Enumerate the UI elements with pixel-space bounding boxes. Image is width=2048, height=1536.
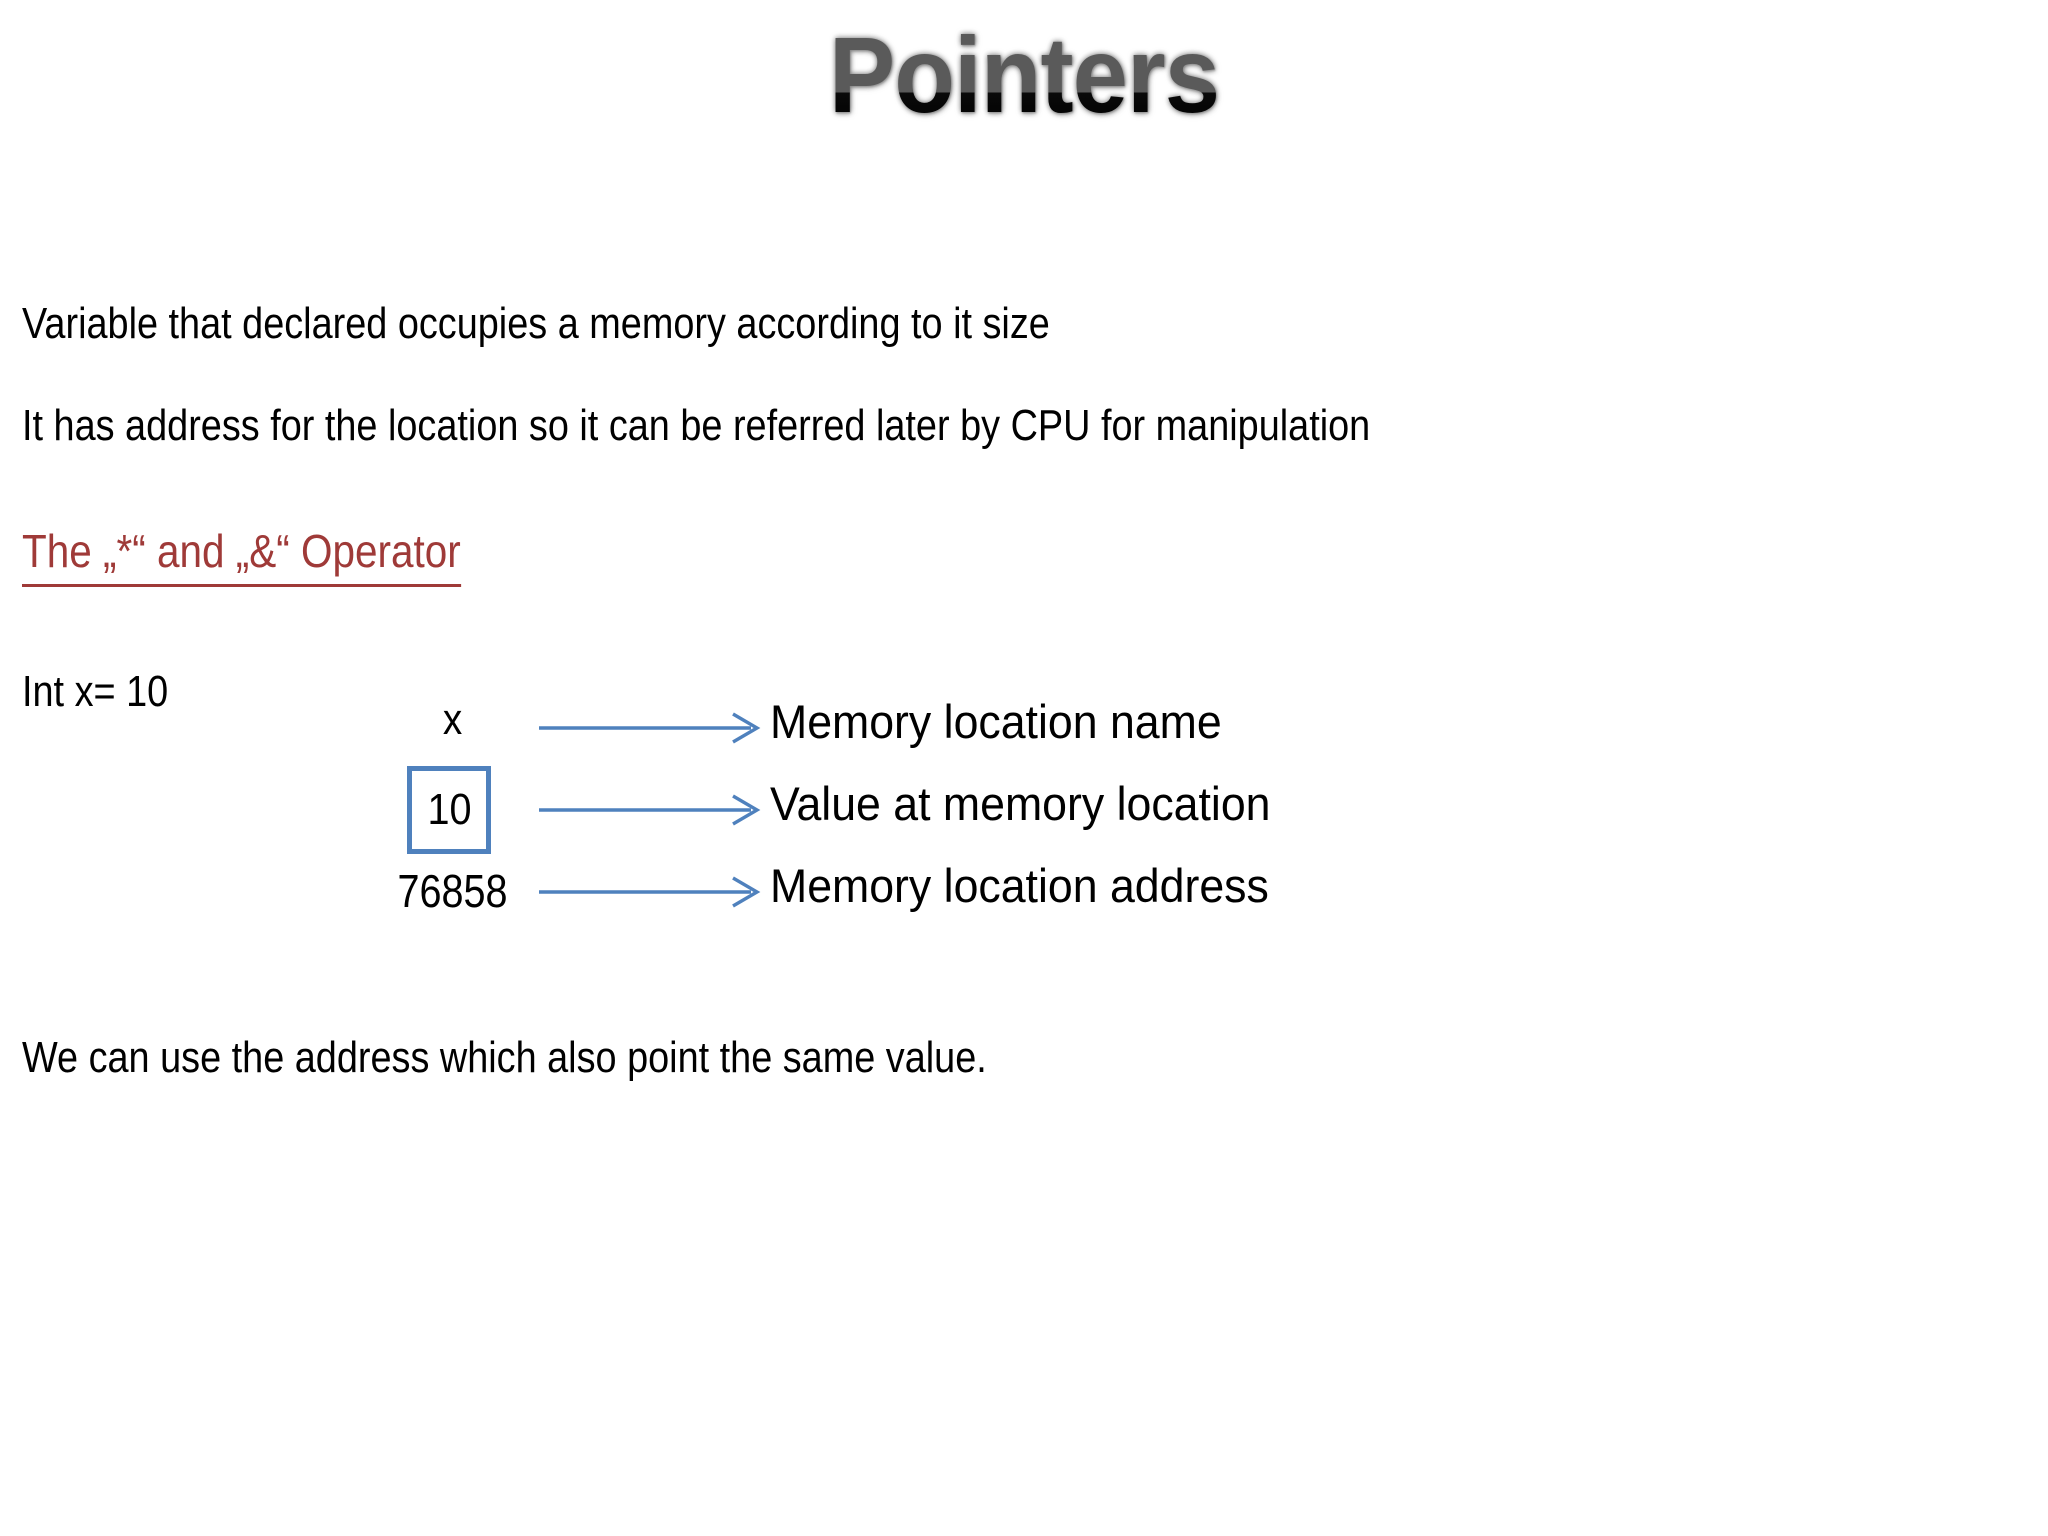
memory-value-box: 10 xyxy=(407,766,491,854)
closing-line: We can use the address which also point … xyxy=(22,1033,987,1082)
diagram-label-value-at-memory-location: Value at memory location xyxy=(770,777,1271,830)
arrow-right-icon-address xyxy=(539,876,761,908)
memory-address-label: 76858 xyxy=(397,865,508,917)
arrow-group xyxy=(535,690,785,960)
body-line-2: It has address for the location so it ca… xyxy=(22,401,1371,450)
diagram-label-memory-location-name: Memory location name xyxy=(770,695,1222,748)
variable-name-label: x xyxy=(442,695,463,744)
declaration-text: Int x= 10 xyxy=(22,667,169,716)
page-title: Pointers xyxy=(82,18,1966,132)
memory-cell-group: x 10 76858 xyxy=(380,690,550,960)
arrow-right-icon-name xyxy=(539,712,761,744)
body-line-1: Variable that declared occupies a memory… xyxy=(22,299,1050,348)
memory-value-text: 10 xyxy=(426,785,472,834)
diagram-label-memory-location-address: Memory location address xyxy=(770,859,1269,912)
operator-section-heading: The „*“ and „&“ Operator xyxy=(22,528,461,587)
arrow-right-icon-value xyxy=(539,794,761,826)
memory-diagram: x 10 76858 Memory location name Value at xyxy=(380,690,1440,960)
diagram-label-group: Memory location name Value at memory loc… xyxy=(770,690,1430,960)
